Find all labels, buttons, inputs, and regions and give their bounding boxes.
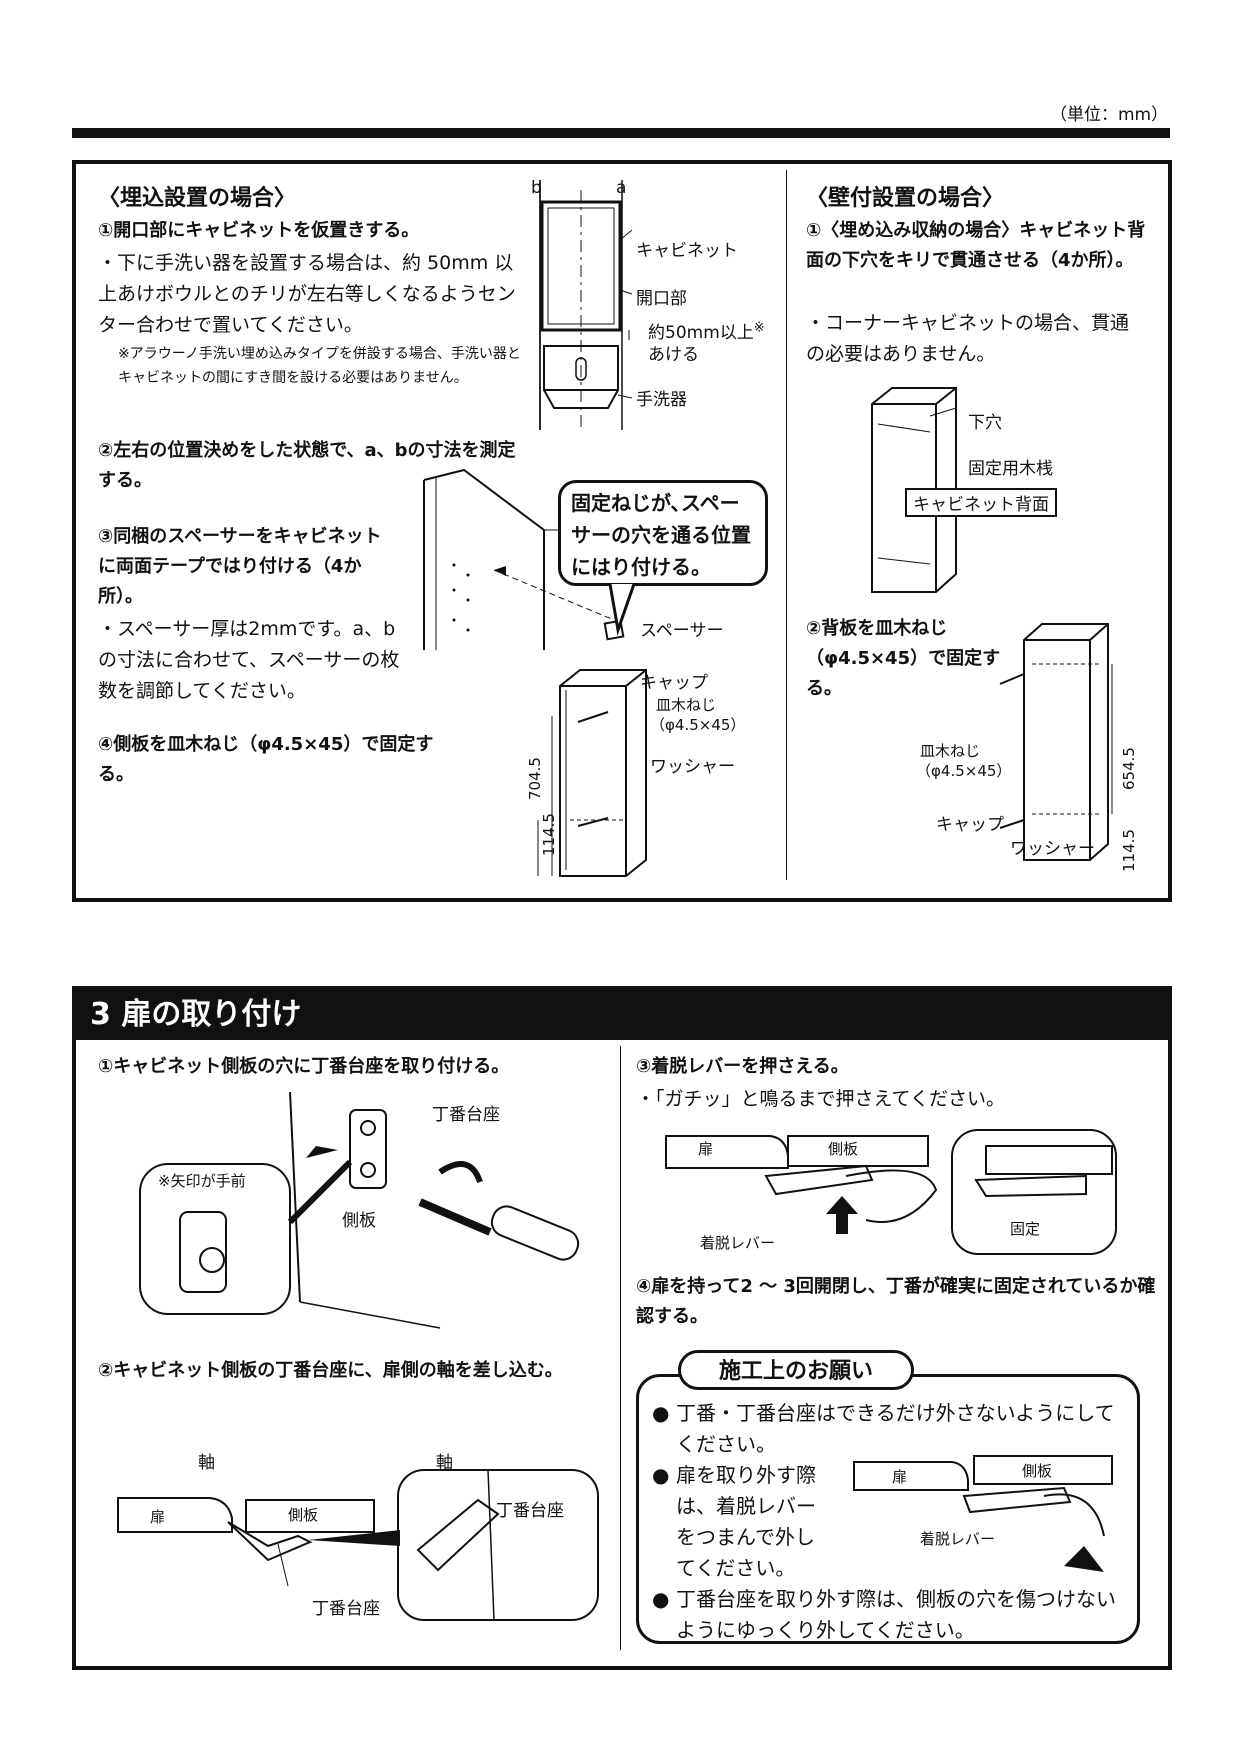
wall-label-screw-size: （φ4.5×45） — [916, 762, 1012, 780]
label-wood-bar: 固定用木桟 — [968, 459, 1053, 479]
opening-diagram — [539, 180, 633, 430]
lever-diagram — [665, 1129, 1117, 1255]
wall-label-washer: ワッシャー — [1010, 839, 1095, 859]
recessed-step1-title: ①開口部にキャビネットを仮置きする。 — [98, 220, 420, 241]
wall-label-cap: キャップ — [936, 815, 1004, 835]
recessed-step3-title: ③同梱のスペーサーをキャビネットに両面テープではり付ける（4か所）。 — [98, 526, 382, 607]
door-panel-divider — [620, 1046, 621, 1650]
label-screw-size: （φ4.5×45） — [650, 716, 746, 734]
label-screw: 皿木ねじ — [656, 696, 717, 714]
dimension-114: 114.5 — [540, 813, 558, 856]
wall-dimension-654: 654.5 — [1120, 747, 1138, 790]
label-lever-1: 着脱レバー — [700, 1234, 776, 1252]
door-step1: ①キャビネット側板の穴に丁番台座を取り付ける。 — [98, 1056, 510, 1077]
bullet-2: ● — [652, 1463, 670, 1487]
spacer-diagram — [423, 468, 625, 650]
request-item-3: 丁番台座を取り外す際は、側板の穴を傷つけないようにゆっくり外してください。 — [676, 1587, 1116, 1642]
label-side-panel-2: 側板 — [288, 1506, 319, 1524]
label-basin: 手洗器 — [636, 390, 687, 410]
bullet-1: ● — [652, 1401, 670, 1425]
door-step2: ②キャビネット側板の丁番台座に、扉側の軸を差し込む。 — [98, 1360, 563, 1381]
recessed-step3-body: ・スペーサー厚は2mmです。a、bの寸法に合わせて、スペーサーの枚数を調節してく… — [98, 618, 400, 702]
dimension-704: 704.5 — [526, 757, 544, 800]
shaft-insert-diagram — [117, 1469, 599, 1621]
door-step3-body: ・「ガチッ」と鳴るまで押さえてください。 — [636, 1088, 1005, 1110]
label-a: a — [616, 178, 627, 198]
label-gap: 約50mm以上※ — [648, 320, 765, 343]
recessed-heading: 〈埋込設置の場合〉 — [98, 186, 297, 211]
request-item-1: 丁番・丁番台座はできるだけ外さないようにしてください。 — [676, 1401, 1115, 1456]
wall-heading: 〈壁付設置の場合〉 — [806, 186, 1005, 211]
request-title: 施工上のお願い — [678, 1350, 914, 1390]
unit-note: （単位：mm） — [1050, 105, 1169, 125]
label-cabinet-back: キャビネット背面 — [905, 488, 1057, 517]
label-door-1: 扉 — [150, 1508, 166, 1526]
wall-step1-title: ①〈埋め込み収納の場合〉キャビネット背面の下穴をキリで貫通させる（4か所）。 — [806, 220, 1146, 271]
label-gap2: あける — [648, 345, 699, 365]
label-cabinet: キャビネット — [636, 241, 738, 261]
spacer-callout: 固定ねじが､スペーサーの穴を通る位置にはり付ける。 — [558, 480, 768, 586]
label-b: b — [531, 178, 542, 198]
label-side-panel-3: 側板 — [828, 1140, 859, 1158]
label-shaft-2: 軸 — [436, 1453, 453, 1473]
label-cap: キャップ — [640, 673, 708, 693]
bullet-3: ● — [652, 1587, 670, 1611]
label-door-2: 扉 — [698, 1140, 714, 1158]
recessed-step2: ②左右の位置決めをした状態で、a、bの寸法を測定する。 — [98, 440, 516, 491]
label-lever-2: 着脱レバー — [920, 1530, 996, 1548]
label-side-panel-1: 側板 — [342, 1211, 376, 1231]
label-hinge-base-1: 丁番台座 — [432, 1105, 500, 1125]
label-door-3: 扉 — [892, 1468, 908, 1486]
callout-pointer — [608, 583, 636, 636]
wall-fix-diagram — [999, 623, 1113, 861]
label-opening: 開口部 — [636, 289, 687, 309]
installation-panel — [72, 160, 1172, 902]
removal-diagram — [853, 1455, 1113, 1572]
door-step3-title: ③着脱レバーを押さえる。 — [636, 1056, 849, 1077]
wall-label-screw: 皿木ねじ — [920, 742, 981, 760]
label-shaft-1: 軸 — [198, 1453, 215, 1473]
side-fix-diagram — [537, 669, 647, 877]
label-hinge-base-2: 丁番台座 — [312, 1599, 380, 1619]
label-arrow-note: ※矢印が手前 — [158, 1172, 246, 1190]
top-rule — [72, 128, 1170, 138]
wall-step1-body: ・コーナーキャビネットの場合、貫通の必要はありません。 — [806, 312, 1130, 365]
door-panel — [72, 986, 1172, 1670]
label-fixed: 固定 — [1010, 1220, 1041, 1238]
wall-dimension-114: 114.5 — [1120, 829, 1138, 872]
door-step4: ④扉を持って2 ～ 3回開閉し、丁番が確実に固定されているか確認する。 — [636, 1276, 1156, 1327]
wall-step2: ②背板を皿木ねじ（φ4.5×45）で固定する。 — [806, 618, 1001, 699]
request-item-2: 扉を取り外す際は、着脱レバーをつまんで外してください。 — [676, 1463, 816, 1580]
panel-divider — [786, 170, 787, 880]
label-spacer: スペーサー — [640, 621, 724, 641]
label-pilot-hole: 下穴 — [968, 413, 1002, 433]
recessed-step1-note: ※アラウーノ手洗い埋め込みタイプを併設する場合、手洗い器とキャビネットの間にすき… — [118, 346, 521, 386]
hinge-base-diagram — [139, 1091, 580, 1329]
section-header: 3 扉の取り付け — [76, 990, 1168, 1040]
label-hinge-base-3: 丁番台座 — [496, 1501, 564, 1521]
recessed-step1-body: ・下に手洗い器を設置する場合は、約 50mm 以上あけボウルとのチリが左右等しく… — [98, 252, 516, 336]
label-washer: ワッシャー — [650, 757, 735, 777]
recessed-step4: ④側板を皿木ねじ（φ4.5×45）で固定する。 — [98, 734, 434, 785]
label-side-panel-4: 側板 — [1022, 1462, 1053, 1480]
